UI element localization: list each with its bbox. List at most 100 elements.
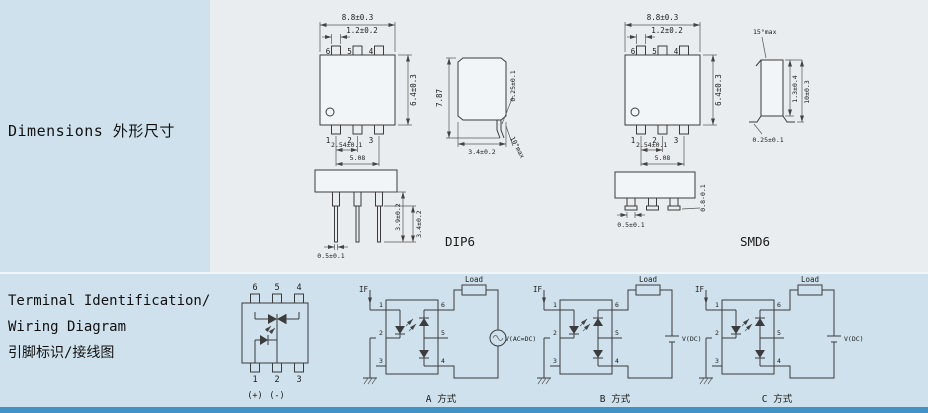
dim-label: 0.5±0.1: [317, 252, 344, 260]
pin-number: 3: [553, 357, 557, 365]
source-label: V(DC): [682, 335, 702, 343]
pin-number: 2: [715, 329, 719, 337]
dim-label: 0.5±0.1: [617, 221, 644, 229]
internal-led: [722, 309, 753, 339]
pin-number: 2: [379, 329, 383, 337]
pin-number: 3: [379, 357, 383, 365]
dim-label: 7.87: [435, 89, 444, 107]
smd6-pin1-mark: [630, 107, 640, 117]
smd6-lead-width-dimension: 0.5±0.1: [617, 212, 645, 229]
dim-label: 8.8±0.3: [342, 13, 374, 22]
pin-number: 6: [777, 301, 781, 309]
dim-label: 6.4±0.3: [714, 74, 723, 106]
pin-number: 2: [274, 375, 279, 385]
pin-number: 6: [631, 47, 636, 56]
wiring-heading-line1: Terminal Identification/: [8, 293, 211, 309]
if-current-label: IF: [695, 285, 705, 294]
terminal-pinout: 6 5 4 1 2 3 (+) (-): [241, 283, 309, 401]
dip6-front-body: [314, 169, 398, 193]
dim-label: 15°max: [753, 28, 777, 36]
dip6-lead-width-dimension: 0.5±0.1: [317, 244, 348, 260]
dip6-pins: [331, 45, 384, 135]
smd6-pitch-dimensions: 2.54±0.1 5.08: [636, 136, 685, 166]
if-current-label: IF: [533, 285, 543, 294]
wiring-circuit-a: IF 1 2 3 6: [359, 275, 536, 405]
pin-number: 3: [369, 136, 374, 145]
dim-label: 1.3±0.4: [791, 75, 799, 102]
smd6-front-leads: [624, 197, 681, 211]
ground-symbol: [537, 377, 551, 385]
load-box: [797, 284, 823, 296]
source-label: V(DC): [844, 335, 864, 343]
ground-symbol: [699, 377, 713, 385]
pin-number: 2: [347, 136, 352, 145]
pin-number: 4: [369, 47, 374, 56]
pin-number: 1: [715, 301, 719, 309]
pin-number: 3: [715, 357, 719, 365]
dc-source-symbol: [827, 335, 841, 343]
smd6-body-dimension: 1.3±0.4: [785, 59, 802, 117]
optocoupler-box: [385, 299, 439, 375]
load-label: Load: [801, 275, 819, 284]
internal-output: [755, 309, 774, 367]
pin-number: 1: [252, 375, 257, 385]
pin-number: 5: [441, 329, 445, 337]
pin-number: 2: [553, 329, 557, 337]
dip6-pitch-dimensions: 2.54±0.1 5.08: [331, 136, 380, 166]
accent-bar: [0, 407, 928, 413]
smd6-top-view: 6 5 4 1 2 3 8.8±0.3: [624, 13, 723, 166]
smd6-pins: [636, 45, 689, 135]
dimensions-drawing: 6 5 4 1 2 3 8.8±0.3: [314, 13, 811, 260]
dip6-front-view: 3.9±0.2 3.4±0.2 0.5±0.1: [314, 169, 423, 260]
dim-label: 0.8-0.1: [699, 184, 707, 211]
dip6-caption: DIP6: [445, 234, 475, 249]
dip6-total-height-dimension: 7.87: [435, 57, 500, 139]
pin-number: 6: [615, 301, 619, 309]
mode-label: B 方式: [600, 393, 631, 405]
dip6-pin1-mark: [325, 107, 335, 117]
dip6-lead-length-dimensions: 3.9±0.2 3.4±0.2: [384, 191, 423, 243]
smd6-caption: SMD6: [740, 234, 770, 249]
optocoupler-box: [559, 299, 613, 375]
dimensions-content: 6 5 4 1 2 3 8.8±0.3: [210, 0, 928, 272]
wiring-section: Terminal Identification/ Wiring Diagram …: [0, 272, 928, 407]
dim-label: 2.54±0.1: [636, 141, 667, 149]
dimensions-section: Dimensions 外形尺寸: [8, 0, 928, 272]
dim-label: 8.8±0.3: [647, 13, 679, 22]
optocoupler-box: [721, 299, 775, 375]
dip6-pin-width-dimension: 1.2±0.2: [322, 26, 378, 44]
pinout-body: [241, 302, 309, 364]
smd6-front-body: [614, 171, 696, 199]
dim-label: 5.08: [350, 154, 366, 162]
smd6-height-dimension: 6.4±0.3: [703, 54, 723, 126]
polarity-minus-label: (-): [269, 391, 284, 401]
pin-number: 6: [441, 301, 445, 309]
dim-label: 10±0.3: [803, 80, 811, 104]
pin-number: 6: [252, 283, 257, 293]
internal-led: [560, 309, 591, 339]
smd6-side-body: [760, 59, 784, 117]
smd6-body: [624, 54, 701, 126]
mosfet-symbol: [277, 314, 286, 324]
dim-label: 10°max: [508, 135, 526, 160]
mode-label: C 方式: [762, 393, 793, 405]
if-current-label: IF: [359, 285, 369, 294]
dip6-top-view: 6 5 4 1 2 3 8.8±0.3: [319, 13, 418, 166]
wiring-drawing: 6 5 4 1 2 3 (+) (-): [241, 275, 864, 405]
pin-number: 5: [652, 47, 657, 56]
load-label: Load: [639, 275, 657, 284]
pin-number: 1: [379, 301, 383, 309]
ground-symbol: [363, 377, 377, 385]
pinout-internal-circuit: [254, 312, 300, 363]
dip6-body-depth-dimension: 3.4±0.2: [457, 122, 507, 156]
pin-number: 5: [777, 329, 781, 337]
smd6-width-dimension: 8.8±0.3: [624, 13, 701, 52]
led-symbol: [260, 335, 268, 345]
smd6-lead-angle-dimension: 15°max: [753, 28, 777, 59]
dim-label: 3.9±0.2: [394, 203, 402, 230]
smd6-front-view: 0.5±0.1 0.8-0.1: [614, 171, 707, 229]
dip6-front-leads: [332, 191, 383, 243]
dip6-lead-thickness-dimension: 0.25±0.1: [501, 70, 517, 125]
mosfet-symbol: [268, 314, 277, 324]
